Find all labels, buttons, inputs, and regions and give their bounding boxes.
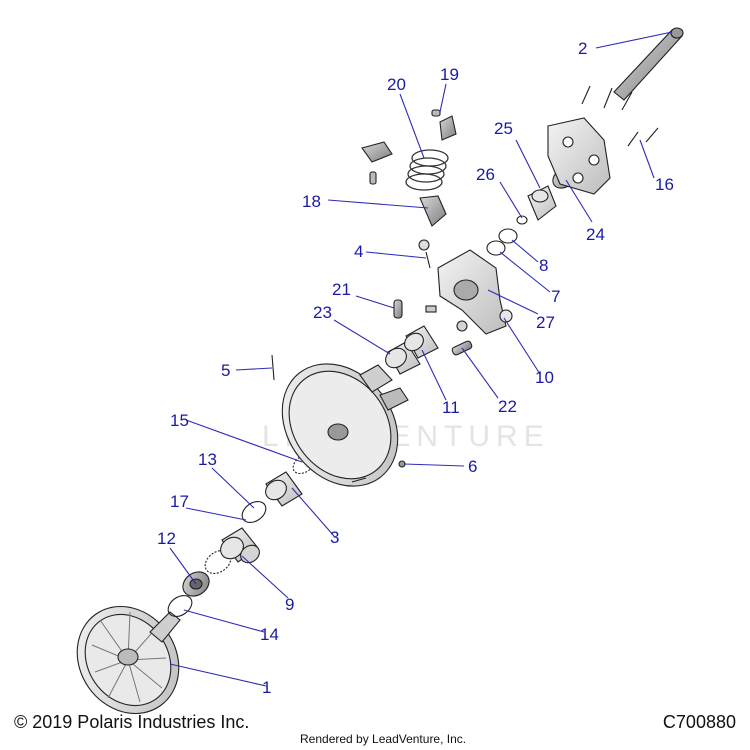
pin-small bbox=[351, 477, 367, 483]
pin-small-2 bbox=[369, 171, 377, 185]
callout-numbers: 1 2 3 4 5 6 7 8 9 10 11 12 13 14 15 16 1… bbox=[157, 39, 674, 697]
part-19-pin bbox=[431, 109, 441, 117]
part-13-snap-ring bbox=[241, 500, 267, 524]
copyright-text: © 2019 Polaris Industries Inc. bbox=[14, 712, 250, 732]
callout-25: 25 bbox=[494, 119, 513, 138]
part-1-stationary-sheave bbox=[76, 605, 181, 715]
cover-plate bbox=[547, 117, 611, 195]
callout-7: 7 bbox=[551, 287, 560, 306]
callout-27: 27 bbox=[536, 313, 555, 332]
callout-15: 15 bbox=[170, 411, 189, 430]
callout-11: 11 bbox=[442, 398, 460, 417]
callout-18: 18 bbox=[302, 192, 321, 211]
callout-20: 20 bbox=[387, 75, 406, 94]
callout-14: 14 bbox=[260, 625, 279, 644]
leader-lines bbox=[169, 31, 673, 687]
callout-23: 23 bbox=[313, 303, 332, 322]
part-26-o-ring bbox=[516, 215, 528, 225]
rendered-by-text: Rendered by LeadVenture, Inc. bbox=[300, 732, 467, 746]
callout-21: 21 bbox=[332, 280, 351, 299]
movable-sheave bbox=[281, 363, 409, 487]
callout-17: 17 bbox=[170, 492, 189, 511]
callout-12: 12 bbox=[157, 529, 176, 548]
callout-26: 26 bbox=[476, 165, 495, 184]
callout-10: 10 bbox=[535, 368, 554, 387]
part-5-pin bbox=[271, 354, 275, 381]
callout-1: 1 bbox=[262, 678, 271, 697]
callout-6: 6 bbox=[468, 457, 477, 476]
part-3-bushing bbox=[265, 471, 303, 507]
part-21-roller bbox=[393, 299, 403, 319]
part-25-button bbox=[527, 185, 557, 221]
part-8-washer bbox=[498, 228, 518, 244]
part-14-washer bbox=[167, 594, 193, 618]
part-2-shaft bbox=[613, 27, 684, 101]
callout-22: 22 bbox=[498, 397, 517, 416]
callout-19: 19 bbox=[440, 65, 459, 84]
part-16-bolts bbox=[581, 85, 659, 147]
part-11-bushing bbox=[404, 325, 439, 359]
spider-assembly bbox=[418, 239, 513, 335]
callout-8: 8 bbox=[539, 256, 548, 275]
part-20-spring bbox=[405, 149, 449, 191]
callout-5: 5 bbox=[221, 361, 230, 380]
callout-2: 2 bbox=[578, 39, 587, 58]
figure-id: C700880 bbox=[662, 712, 736, 732]
callout-13: 13 bbox=[198, 450, 217, 469]
part-23-bushing bbox=[385, 341, 421, 375]
callout-9: 9 bbox=[285, 595, 294, 614]
part-7-washer bbox=[486, 240, 506, 256]
callout-16: 16 bbox=[655, 175, 674, 194]
part-18-weight bbox=[419, 195, 447, 227]
callout-4: 4 bbox=[354, 242, 363, 261]
callout-24: 24 bbox=[586, 225, 605, 244]
callout-3: 3 bbox=[330, 528, 339, 547]
weight-b bbox=[439, 115, 457, 141]
part-9-bushing bbox=[220, 527, 260, 564]
weight-a bbox=[361, 141, 393, 163]
